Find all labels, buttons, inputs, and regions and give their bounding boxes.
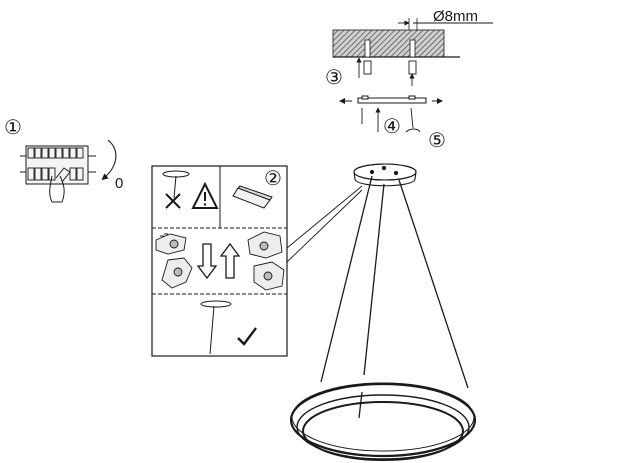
ceiling-section [332, 29, 445, 58]
rotate-off-arrow [101, 139, 117, 181]
pendant-lamp [289, 163, 477, 461]
hanging-wire-icon [162, 170, 190, 199]
drill-diameter-label: Ø8mm [433, 8, 478, 25]
breaker-off-label: 0 [115, 175, 123, 192]
arrow-down-icon [196, 243, 218, 280]
arrow-up-icon [219, 242, 241, 279]
ceiling-mount-detail: Ø8mm ③ ④ [325, 8, 493, 152]
hands-right-icon [247, 231, 285, 291]
step2-panel: ② [151, 165, 288, 357]
step1-number: ① [4, 117, 22, 139]
cross-icon [165, 193, 181, 209]
ceiling-cup-icon [200, 300, 232, 355]
led-ring [289, 382, 477, 461]
drill-hole-left [364, 39, 371, 58]
manual-sheet-icon [232, 185, 273, 209]
screw-icon [361, 107, 421, 133]
step1-breaker: ① 0 [4, 117, 123, 203]
ceiling-canopy [353, 163, 417, 187]
drill-hole-right [409, 39, 416, 58]
step5-number: ⑤ [428, 130, 446, 152]
warning-triangle-icon [191, 181, 219, 209]
wall-plug-icon [363, 60, 417, 75]
step2-number: ② [264, 168, 282, 190]
checkmark-icon [237, 327, 257, 346]
step3-number: ③ [325, 67, 343, 89]
breaker-panel-icon [20, 145, 96, 203]
mounting-bracket [339, 95, 443, 104]
hands-left-icon [155, 233, 193, 289]
callout-line-top [286, 185, 363, 249]
suspension-cables [320, 175, 469, 389]
callout-line-bottom [286, 189, 363, 263]
step4-number: ④ [383, 116, 401, 138]
